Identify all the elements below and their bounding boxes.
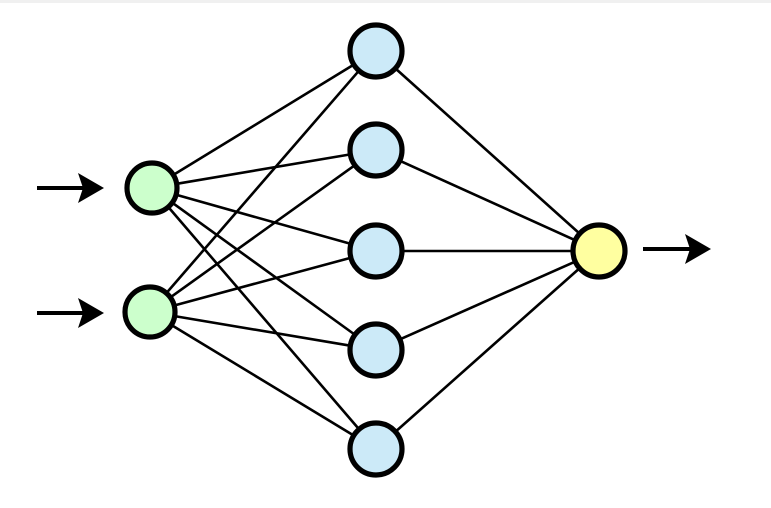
- connection-edge: [171, 324, 354, 436]
- neuron-node-input-2[interactable]: [122, 284, 178, 340]
- connection-edge: [175, 315, 350, 347]
- neuron-node-hidden-3[interactable]: [347, 222, 405, 280]
- arrow-head: [78, 173, 104, 203]
- neuron-node-output-1[interactable]: [570, 222, 628, 280]
- connection-edge: [400, 160, 575, 241]
- connection-edge: [400, 260, 575, 341]
- connection-edge: [168, 207, 360, 429]
- neuron-node-hidden-2[interactable]: [347, 121, 405, 179]
- connection-edge: [172, 202, 355, 335]
- top-hairline-divider: [0, 0, 771, 3]
- connection-edges-group: [166, 64, 580, 436]
- connection-edge: [175, 256, 350, 307]
- neuron-node-hidden-4[interactable]: [347, 321, 405, 379]
- neuron-node-hidden-1[interactable]: [347, 22, 405, 80]
- connection-edge: [395, 68, 580, 234]
- connection-edge: [395, 268, 580, 432]
- arrow-head: [685, 234, 711, 264]
- neuron-node-hidden-5[interactable]: [347, 420, 405, 478]
- neuron-node-input-1[interactable]: [124, 160, 180, 216]
- connection-edge: [177, 193, 350, 245]
- connection-edge: [166, 70, 359, 293]
- neuron-nodes-group: [122, 22, 628, 478]
- connection-edge: [177, 153, 350, 185]
- output-arrow-icon: [643, 234, 711, 264]
- io-arrows-group: [37, 173, 711, 328]
- connection-edge: [173, 64, 354, 176]
- input-arrow-top-icon: [37, 173, 104, 203]
- arrow-head: [78, 298, 104, 328]
- input-arrow-bottom-icon: [37, 298, 104, 328]
- connection-edge: [170, 164, 355, 298]
